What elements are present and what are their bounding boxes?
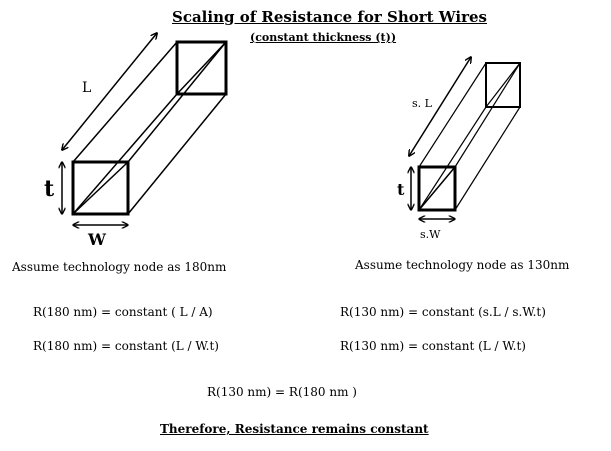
conclusion-text: Therefore, Resistance remains constant [160,422,429,436]
equality-statement: R(130 nm) = R(180 nm ) [207,385,357,399]
assumption-130nm: Assume technology node as 130nm [355,258,570,272]
equation-130-scaled: R(130 nm) = constant (s.L / s.W.t) [340,305,546,319]
right-length-label: s. L [412,97,432,110]
equation-130-wt: R(130 nm) = constant (L / W.t) [340,339,526,353]
diagram-title: Scaling of Resistance for Short Wires [172,8,487,26]
right-back-face [485,62,521,108]
right-wire-prism [417,62,521,212]
left-front-face [71,160,130,216]
right-front-face [417,165,457,212]
assumption-180nm: Assume technology node as 180nm [12,260,227,274]
equation-180-wt: R(180 nm) = constant (L / W.t) [33,339,219,353]
left-width-label: W [88,230,106,249]
left-back-face [175,40,228,96]
left-length-label: L [82,80,92,96]
left-length-arrow [62,33,157,150]
left-thickness-label: t [44,176,55,202]
right-width-label: s.W [420,228,441,241]
right-length-arrow [409,57,471,156]
equation-180-area: R(180 nm) = constant ( L / A) [33,305,213,319]
right-thickness-label: t [397,180,405,199]
diagram-subtitle: (constant thickness (t)) [250,31,397,44]
left-wire-prism [71,40,228,216]
